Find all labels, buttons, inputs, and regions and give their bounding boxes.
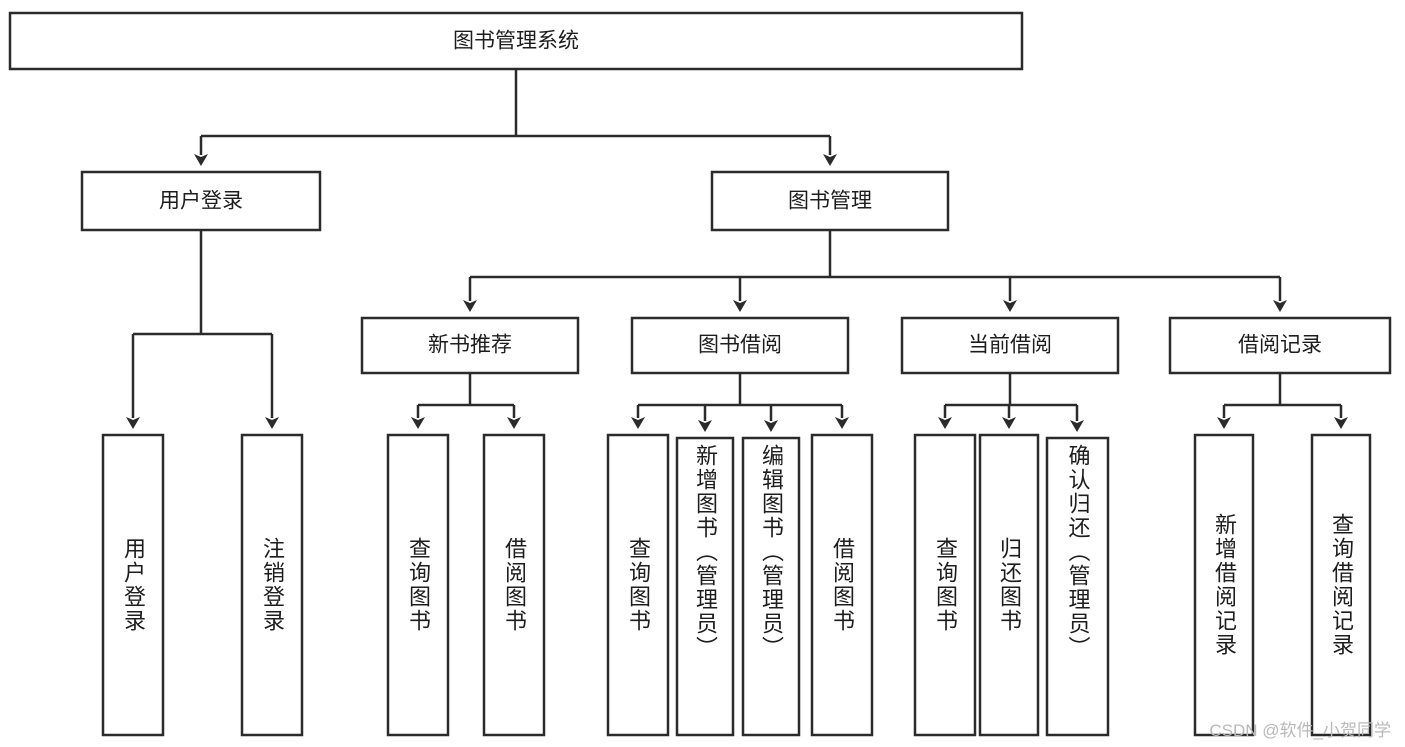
node-new-book-rec-label: 新书推荐 xyxy=(428,334,512,357)
node-root-box[interactable] xyxy=(8,11,1024,71)
node-borrow-record[interactable]: 借阅记录 xyxy=(1168,316,1392,375)
leaf-box-add-book-admin[interactable] xyxy=(675,436,735,737)
node-user-login[interactable]: 用户登录 xyxy=(80,170,322,232)
leaf-box-add-borrow-record[interactable] xyxy=(1193,433,1255,737)
connector-group-root xyxy=(194,69,837,166)
leaf-box-query-borrow-record[interactable] xyxy=(1310,433,1372,737)
leaf-box-borrow-book-rec[interactable] xyxy=(482,433,546,737)
node-book-manage-label: 图书管理 xyxy=(788,190,872,213)
connector-group-current-borrow xyxy=(938,373,1084,432)
leaf-box-confirm-return-admin[interactable] xyxy=(1045,436,1110,737)
node-new-book-rec-box[interactable] xyxy=(360,316,580,375)
node-current-borrow-label: 当前借阅 xyxy=(968,334,1052,357)
node-book-borrow-label: 图书借阅 xyxy=(698,334,782,357)
node-borrow-record-box[interactable] xyxy=(1168,316,1392,375)
leaf-box-query-book-rec[interactable] xyxy=(386,433,450,737)
connector-group-book-borrow xyxy=(631,373,849,432)
node-book-manage-box[interactable] xyxy=(710,170,950,232)
node-new-book-rec[interactable]: 新书推荐 xyxy=(360,316,580,375)
leaf-box-return-book[interactable] xyxy=(978,433,1040,737)
leaf-box-user-login[interactable] xyxy=(101,433,165,737)
connector-group-user-login xyxy=(126,230,279,429)
node-user-login-box[interactable] xyxy=(80,170,322,232)
connector-group-book-manage xyxy=(463,230,1287,312)
node-root[interactable]: 图书管理系统 xyxy=(8,11,1024,71)
leaf-box-query-book-borrow[interactable] xyxy=(606,433,670,737)
csdn-watermark: CSDN @软件_小贺同学 xyxy=(1209,721,1391,740)
leaf-box-group xyxy=(101,433,1372,737)
node-book-borrow-box[interactable] xyxy=(630,316,850,375)
node-current-borrow-box[interactable] xyxy=(900,316,1120,375)
leaf-box-edit-book-admin[interactable] xyxy=(741,436,801,737)
node-current-borrow[interactable]: 当前借阅 xyxy=(900,316,1120,375)
node-root-label: 图书管理系统 xyxy=(453,30,579,53)
leaf-box-user-logout[interactable] xyxy=(240,433,304,737)
node-user-login-label: 用户登录 xyxy=(159,190,243,213)
leaf-box-query-book-cur[interactable] xyxy=(913,433,977,737)
leaf-box-borrow-book[interactable] xyxy=(810,433,874,737)
node-book-manage[interactable]: 图书管理 xyxy=(710,170,950,232)
node-book-borrow[interactable]: 图书借阅 xyxy=(630,316,850,375)
node-borrow-record-label: 借阅记录 xyxy=(1238,334,1322,357)
connector-group-new-book-rec xyxy=(411,373,521,429)
connector-group-borrow-record xyxy=(1217,373,1348,429)
